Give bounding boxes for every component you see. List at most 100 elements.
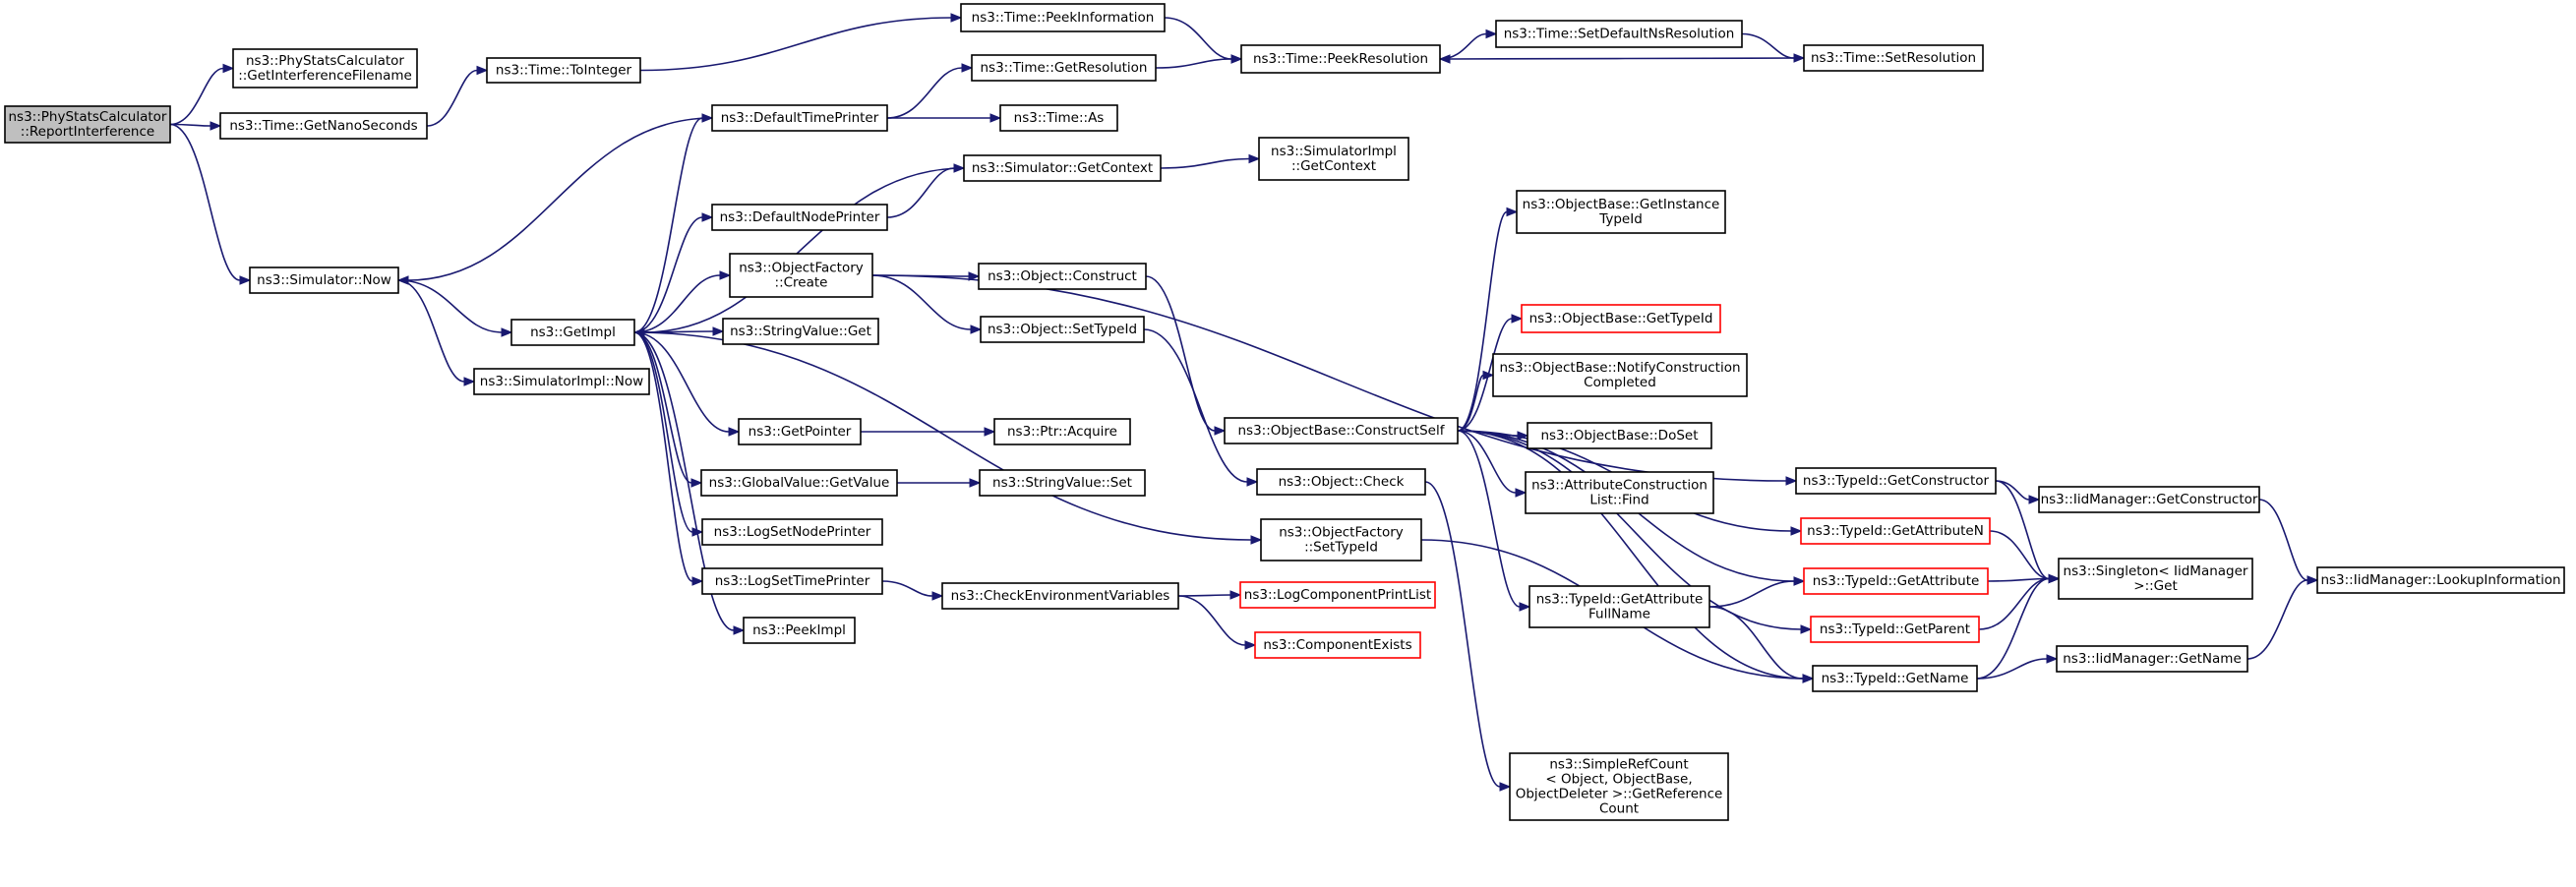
node-label: ns3::Simulator::Now [257,272,391,288]
node-obGetTypeId[interactable]: ns3::ObjectBase::GetTypeId [1521,304,1721,333]
node-box [743,617,856,644]
node-logSetNodePrinter[interactable]: ns3::LogSetNodePrinter [701,518,883,546]
node-simImplNow[interactable]: ns3::SimulatorImpl::Now [473,368,650,395]
node-toInteger[interactable]: ns3::Time::ToInteger [486,57,641,84]
edge-root-to-simNow [169,123,252,285]
node-objCheck[interactable]: ns3::Object::Check [1256,468,1426,496]
node-label: ns3::SimpleRefCount [1549,757,1688,773]
node-box [738,418,862,445]
node-singletonGet[interactable]: ns3::Singleton< IidManager >::Get [2058,558,2253,600]
edge-simNow-to-simImplNow [397,279,476,386]
node-label: < Object, ObjectBase, [1545,772,1692,788]
edge-defNodePrinter-to-simGetContext [886,163,966,218]
edge-line [633,331,1252,541]
edge-line [1160,157,1250,169]
edge-obConstructSelf-to-obNotify [1457,370,1495,432]
node-setRes[interactable]: ns3::Time::SetResolution [1803,44,1984,72]
edge-peekInfo-to-peekRes [1164,17,1243,64]
node-label: ns3::IidManager::LookupInformation [2320,572,2560,588]
edge-arrowhead [1438,54,1451,64]
node-objFactCreate[interactable]: ns3::ObjectFactory::Create [729,253,873,298]
edge-arrowhead [984,427,996,437]
node-tidGetCtor[interactable]: ns3::TypeId::GetConstructor [1795,467,1997,495]
node-defTimePrinter[interactable]: ns3::DefaultTimePrinter [711,104,888,132]
node-label: ns3::Object::SetTypeId [988,322,1137,337]
node-strValGet[interactable]: ns3::StringValue::Get [722,318,879,345]
edge-root-to-getNano [169,121,222,131]
edge-arrowhead [1506,207,1519,217]
node-srcGetRefCount[interactable]: ns3::SimpleRefCount< Object, ObjectBase,… [1509,752,1729,821]
edge-arrowhead [222,63,235,74]
node-getNano[interactable]: ns3::Time::GetNanoSeconds [219,112,428,140]
edge-getNano-to-toInteger [426,65,489,127]
edge-line [1457,430,1521,608]
node-root[interactable]: ns3::PhyStatsCalculator::ReportInterfere… [4,105,171,144]
node-tidGetParent[interactable]: ns3::TypeId::GetParent [1810,616,1980,643]
node-label: >::Get [2133,578,2177,594]
node-objConstruct[interactable]: ns3::Object::Construct [978,263,1147,290]
node-simGetContext[interactable]: ns3::Simulator::GetContext [963,154,1162,182]
node-objFactSetTypeId[interactable]: ns3::ObjectFactory::SetTypeId [1260,518,1422,562]
edge-tidGetAttrFull-to-tidGetAttr [1708,576,1806,608]
edge-line [1145,275,1216,432]
edge-line [1457,374,1484,432]
node-simNow[interactable]: ns3::Simulator::Now [249,266,399,294]
node-tidGetAttr[interactable]: ns3::TypeId::GetAttribute [1803,567,1989,595]
edge-line [1457,430,1804,680]
node-timeAs[interactable]: ns3::Time::As [999,104,1118,132]
node-obDoSet[interactable]: ns3::ObjectBase::DoSet [1527,422,1712,449]
node-label: ns3::CheckEnvironmentVariables [951,588,1170,604]
edge-objConstruct-to-obConstructSelf [1145,275,1227,436]
node-peekRes[interactable]: ns3::Time::PeekResolution [1240,44,1441,74]
node-gvGetValue[interactable]: ns3::GlobalValue::GetValue [700,469,898,497]
edge-arrowhead [1802,674,1815,683]
node-logSetTimePrinter[interactable]: ns3::LogSetTimePrinter [701,567,883,595]
node-getImpl[interactable]: ns3::GetImpl [510,319,635,346]
node-label: ns3::StringValue::Get [730,324,871,339]
edge-obConstructSelf-to-obGetInstTid [1457,207,1519,432]
edge-line [633,117,703,333]
node-checkEnv[interactable]: ns3::CheckEnvironmentVariables [941,582,1179,610]
nodes-layer: ns3::PhyStatsCalculator::ReportInterfere… [4,3,2565,821]
node-defNodePrinter[interactable]: ns3::DefaultNodePrinter [711,204,888,231]
node-box [232,48,418,89]
node-obNotify[interactable]: ns3::ObjectBase::NotifyConstructionCompl… [1492,353,1748,397]
node-simImplGetContext[interactable]: ns3::SimulatorImpl::GetContext [1258,137,1409,181]
node-logCompPrintList[interactable]: ns3::LogComponentPrintList [1239,581,1436,609]
edge-arrowhead [701,113,714,123]
node-box [1795,467,1997,495]
node-getRes[interactable]: ns3::Time::GetResolution [971,54,1157,82]
node-setDefNs[interactable]: ns3::Time::SetDefaultNsResolution [1495,20,1743,48]
node-box [1800,517,1991,545]
node-tidGetAttrN[interactable]: ns3::TypeId::GetAttributeN [1800,517,1991,545]
edge-root-to-getIfName [169,63,235,126]
node-getIfName[interactable]: ns3::PhyStatsCalculator::GetInterference… [232,48,418,89]
edge-arrowhead [463,377,476,386]
node-label: ::GetContext [1291,158,1376,174]
node-label: ns3::Time::PeekInformation [972,10,1155,26]
node-iidGetName[interactable]: ns3::IidManager::GetName [2056,645,2248,673]
node-obConstructSelf[interactable]: ns3::ObjectBase::ConstructSelf [1224,417,1459,444]
node-iidLookup[interactable]: ns3::IidManager::LookupInformation [2316,566,2565,594]
node-tidGetName[interactable]: ns3::TypeId::GetName [1812,665,1978,692]
node-label: ns3::Object::Construct [988,268,1137,284]
edge-arrowhead [210,121,222,131]
node-strValSet[interactable]: ns3::StringValue::Set [979,469,1146,497]
node-iidGetCtor[interactable]: ns3::IidManager::GetConstructor [2038,486,2260,513]
node-label: ns3::PhyStatsCalculator [246,53,404,69]
edge-arrowhead [1229,590,1242,600]
node-ptrAcquire[interactable]: ns3::Ptr::Acquire [993,418,1131,445]
node-getPointer[interactable]: ns3::GetPointer [738,418,862,445]
node-peekImpl[interactable]: ns3::PeekImpl [743,617,856,644]
node-label: ns3::Singleton< IidManager [2064,563,2248,579]
node-compExists[interactable]: ns3::ComponentExists [1254,631,1421,659]
edge-line [633,331,693,582]
node-box [963,154,1162,182]
node-objSetTypeId[interactable]: ns3::Object::SetTypeId [980,316,1145,343]
node-label: ns3::GetPointer [749,424,852,440]
node-peekInfo[interactable]: ns3::Time::PeekInformation [960,3,1166,32]
